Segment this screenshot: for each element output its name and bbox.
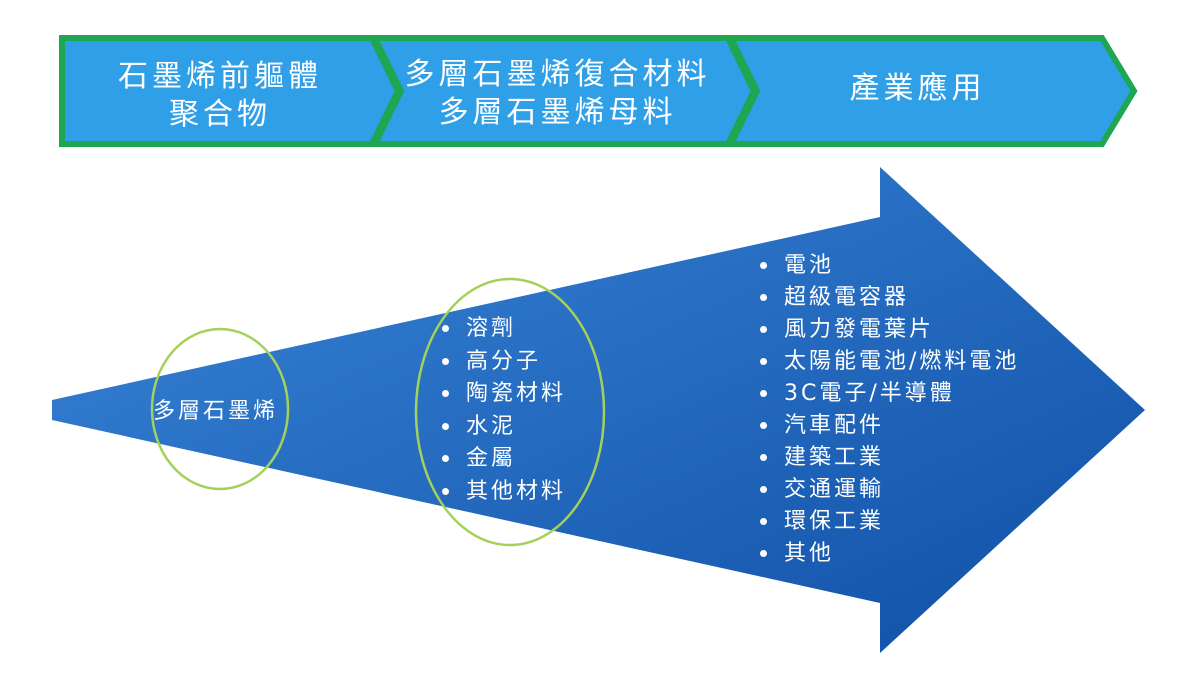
application-item: 電池 <box>758 250 1019 282</box>
stage-3-label: 產業應用 <box>745 70 1090 108</box>
application-item: 風力發電葉片 <box>758 314 1019 346</box>
material-item: 溶劑 <box>440 313 566 346</box>
stage-chevron-3 <box>726 35 1138 147</box>
stage-1-line-2: 聚合物 <box>169 97 271 132</box>
application-item: 汽車配件 <box>758 410 1019 442</box>
application-item: 太陽能電池/燃料電池 <box>758 346 1019 378</box>
stage-2-line-1: 多層石墨烯復合材料 <box>404 57 711 92</box>
stage-1-line-1: 石墨烯前軀體 <box>118 59 322 94</box>
material-item: 陶瓷材料 <box>440 378 566 411</box>
material-item: 高分子 <box>440 346 566 379</box>
application-item: 交通運輸 <box>758 474 1019 506</box>
applications-list: 電池 超級電容器 風力發電葉片 太陽能電池/燃料電池 3C電子/半導體 汽車配件… <box>758 250 1019 570</box>
core-label: 多層石墨烯 <box>153 399 279 424</box>
application-item: 環保工業 <box>758 506 1019 538</box>
application-item: 3C電子/半導體 <box>758 378 1019 410</box>
stage-2-line-2: 多層石墨烯母料 <box>438 95 677 130</box>
application-item: 建築工業 <box>758 442 1019 474</box>
stage-2-label: 多層石墨烯復合材料 多層石墨烯母料 <box>385 56 730 132</box>
material-item: 金屬 <box>440 443 566 476</box>
application-item: 其他 <box>758 538 1019 570</box>
big-arrow <box>52 167 1145 653</box>
materials-circle <box>414 277 606 547</box>
material-item: 其他材料 <box>440 476 566 509</box>
materials-list: 溶劑 高分子 陶瓷材料 水泥 金屬 其他材料 <box>440 313 566 508</box>
stage-1-label: 石墨烯前軀體 聚合物 <box>70 58 370 134</box>
core-circle <box>150 327 290 491</box>
material-item: 水泥 <box>440 411 566 444</box>
stage-3-line-1: 產業應用 <box>849 71 986 106</box>
application-item: 超級電容器 <box>758 282 1019 314</box>
